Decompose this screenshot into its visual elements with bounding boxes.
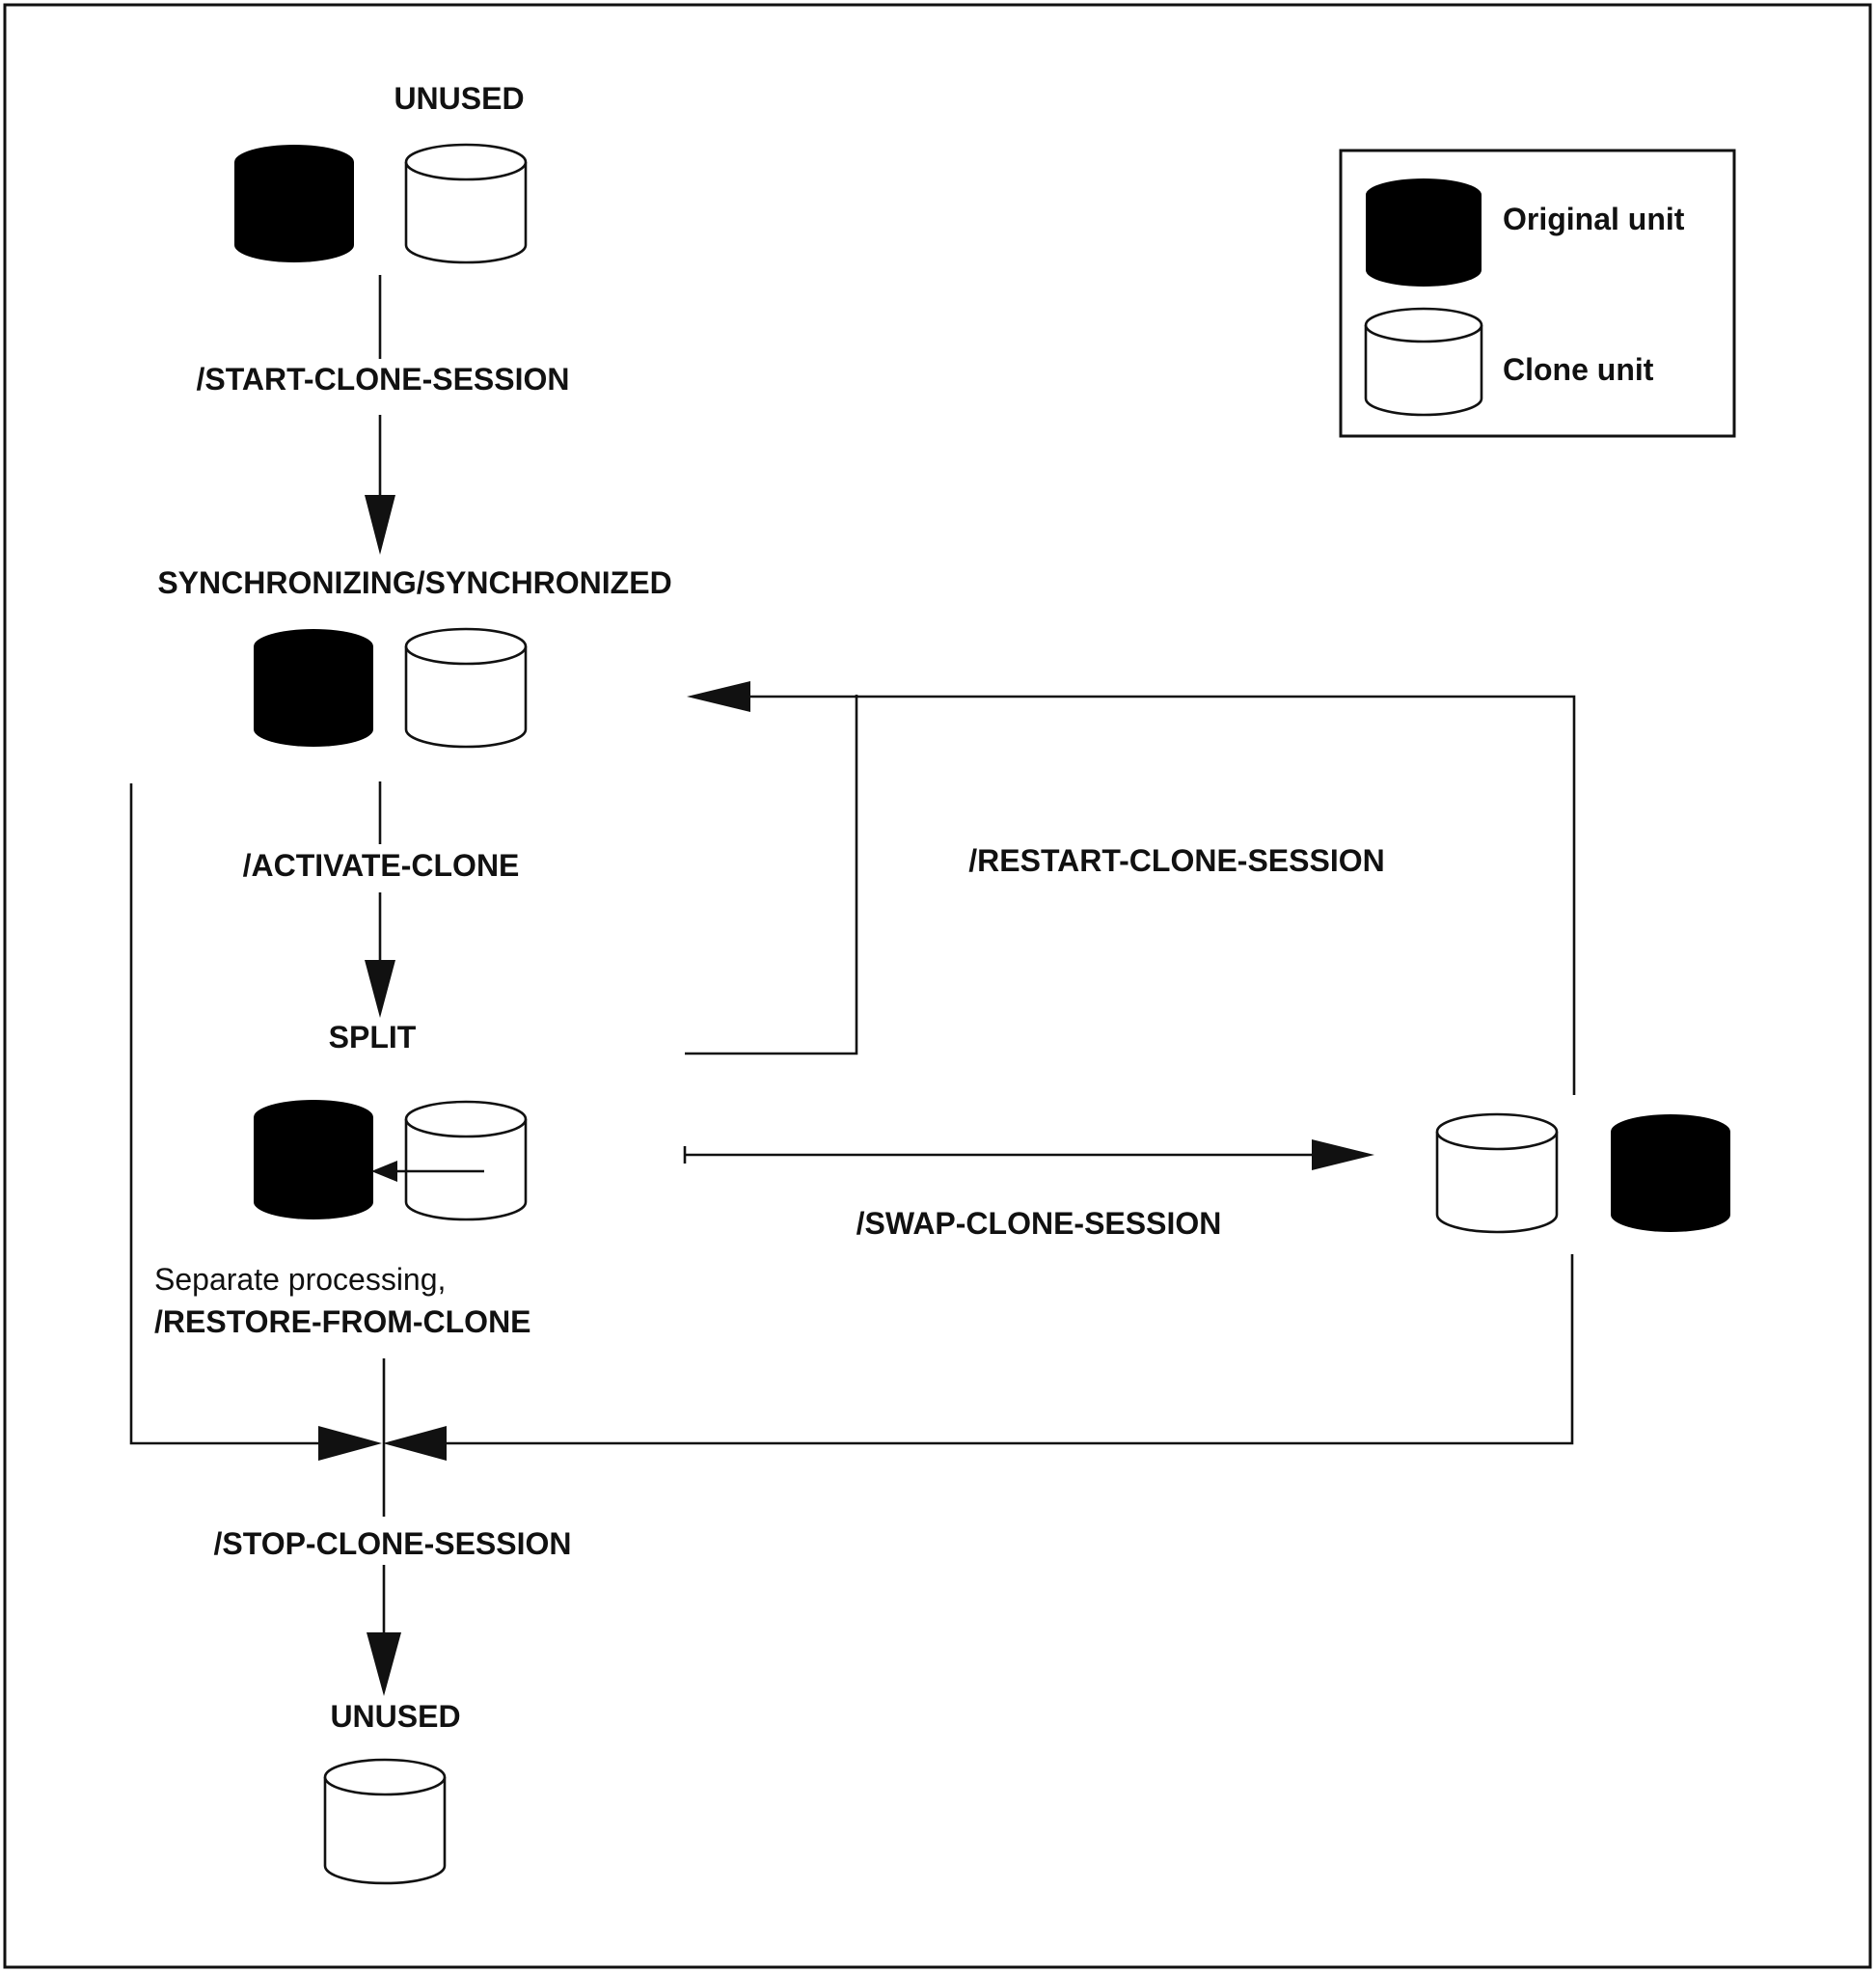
clone-unit-icon-unused-bottom [323,1758,447,1885]
arrow-sync-to-stop [129,783,382,1461]
command-label-restore-from-clone: /RESTORE-FROM-CLONE [154,1304,531,1339]
command-label-activate-clone: /ACTIVATE-CLONE [243,848,520,883]
command-label-stop-clone-session: /STOP-CLONE-SESSION [213,1526,571,1561]
arrow-activate-clone [365,781,395,1018]
state-label-unused-top: UNUSED [394,81,524,116]
legend-clone-unit-label: Clone unit [1503,352,1654,387]
state-label-split: SPLIT [329,1020,417,1054]
note-separate-processing: Separate processing, [154,1262,446,1297]
command-label-start-clone-session: /START-CLONE-SESSION [197,362,570,397]
legend: Original unit Clone unit [1339,149,1736,438]
legend-original-unit-icon [1366,178,1482,287]
original-unit-icon-swapped [1611,1114,1730,1232]
arrow-swapped-to-stop [383,1254,1574,1461]
state-label-unused-bottom: UNUSED [330,1699,460,1734]
command-label-swap-clone-session: /SWAP-CLONE-SESSION [856,1206,1222,1241]
clone-unit-icon-synchronizing [404,627,528,749]
clone-unit-icon-swapped [1435,1112,1559,1234]
restore-arrow-icon [371,1161,484,1182]
clone-unit-icon-split [404,1100,528,1221]
arrow-swap-clone-session [683,1139,1374,1170]
clone-unit-icon-unused-top [404,143,528,264]
legend-original-unit-label: Original unit [1503,202,1685,236]
original-unit-icon-synchronizing [254,629,373,747]
arrow-restart-clone-session [685,681,1576,1095]
legend-clone-unit-icon [1364,307,1483,417]
command-label-restart-clone-session: /RESTART-CLONE-SESSION [968,843,1384,878]
arrow-stop-clone-session [367,1358,401,1696]
original-unit-icon-unused-top [234,145,354,262]
state-label-synchronizing: SYNCHRONIZING/SYNCHRONIZED [157,565,671,600]
arrow-start-clone-session [365,275,395,555]
original-unit-icon-split [254,1100,373,1219]
